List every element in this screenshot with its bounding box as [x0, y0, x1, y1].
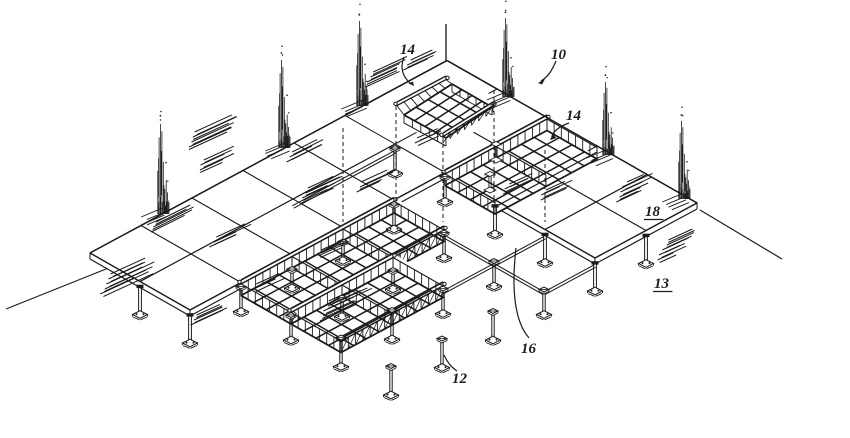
svg-text:14: 14	[400, 42, 416, 58]
svg-text:13: 13	[654, 276, 670, 292]
svg-text:18: 18	[645, 204, 661, 220]
svg-text:16: 16	[521, 341, 537, 357]
svg-text:14: 14	[566, 108, 582, 124]
svg-text:10: 10	[551, 47, 567, 63]
svg-text:12: 12	[452, 371, 468, 387]
